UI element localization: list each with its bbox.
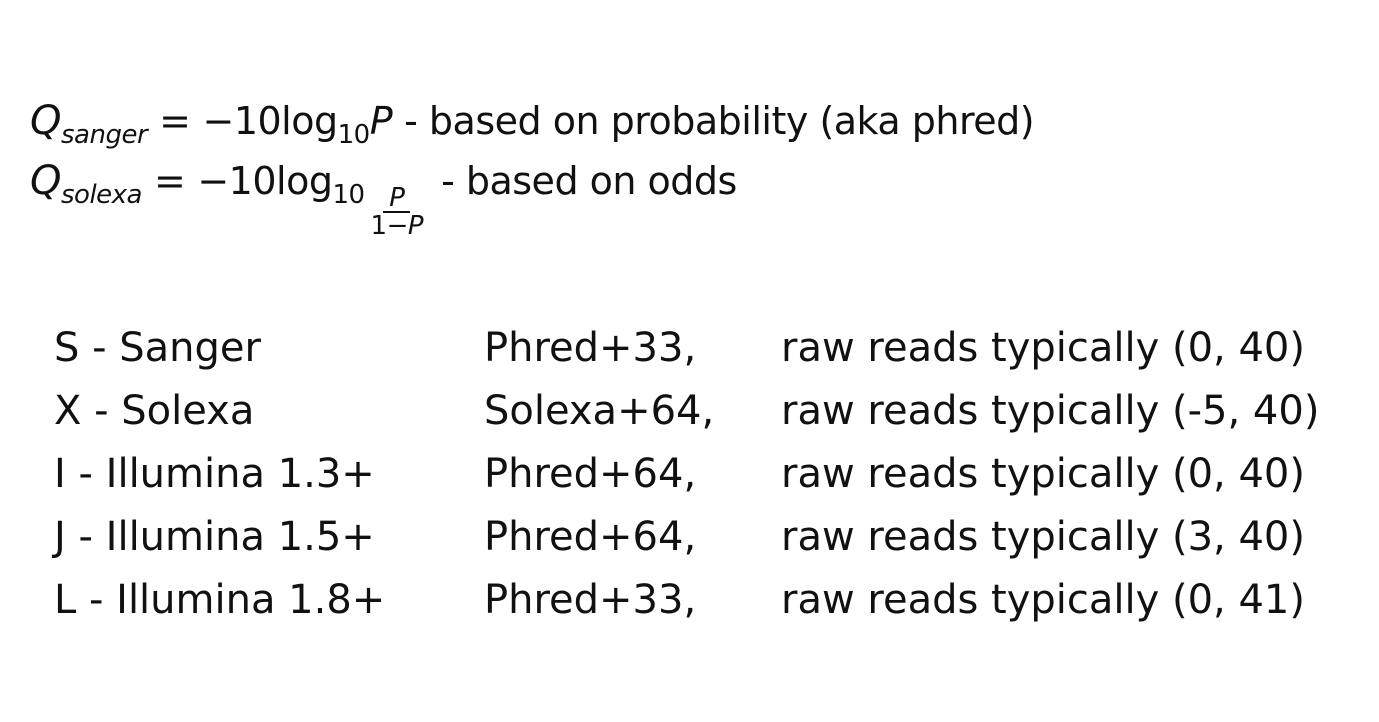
fraction-denominator: 1−P (370, 211, 424, 241)
log-base: 10 (337, 120, 371, 150)
encoding-range: raw reads typically (0, 40) (781, 324, 1305, 371)
q-symbol: Q (30, 98, 61, 144)
encoding-row: J - Illumina 1.5+ Phred+64, raw reads ty… (54, 505, 1319, 568)
encoding-name: I - Illumina 1.3+ (54, 450, 375, 497)
q-subscript: sanger (60, 120, 148, 150)
q-subscript: solexa (60, 180, 143, 210)
encoding-name: L - Illumina 1.8+ (54, 576, 386, 623)
encoding-offset: Phred+33, (484, 324, 697, 371)
encoding-offset: Phred+33, (484, 576, 697, 623)
encoding-range: raw reads typically (0, 41) (781, 576, 1305, 623)
encoding-offset: Phred+64, (484, 450, 697, 497)
rhs-arg: P (369, 99, 393, 143)
encoding-row: L - Illumina 1.8+ Phred+33, raw reads ty… (54, 568, 1319, 631)
equals-sign: = (153, 159, 186, 203)
equals-sign: = (159, 99, 191, 143)
formula-description: - based on odds (441, 159, 737, 203)
log-base: 10 (332, 180, 365, 210)
encoding-range: raw reads typically (0, 40) (781, 450, 1305, 497)
rhs-prefix: −10log (197, 159, 333, 203)
formula-solexa: Q solexa = −10log 10 P 1−P - based on od… (30, 158, 737, 239)
encoding-row: I - Illumina 1.3+ Phred+64, raw reads ty… (54, 442, 1319, 505)
encoding-range: raw reads typically (3, 40) (781, 513, 1305, 560)
q-symbol: Q (30, 158, 61, 204)
encoding-name: S - Sanger (54, 324, 261, 371)
encoding-offset: Phred+64, (484, 513, 697, 560)
encoding-name: J - Illumina 1.5+ (54, 513, 375, 560)
encoding-row: S - Sanger Phred+33, raw reads typically… (54, 316, 1319, 379)
encoding-name: X - Solexa (54, 387, 255, 434)
encoding-offset: Solexa+64, (484, 387, 715, 434)
formula-sanger: Q sanger = −10log 10 P - based on probab… (30, 98, 1035, 150)
fraction-numerator: P (383, 185, 411, 213)
encoding-row: X - Solexa Solexa+64, raw reads typicall… (54, 379, 1319, 442)
odds-fraction: P 1−P (371, 185, 424, 239)
encoding-table: S - Sanger Phred+33, raw reads typically… (54, 316, 1319, 631)
rhs-prefix: −10log (202, 99, 338, 143)
formula-description: - based on probability (aka phred) (404, 99, 1035, 143)
encoding-range: raw reads typically (-5, 40) (781, 387, 1320, 434)
